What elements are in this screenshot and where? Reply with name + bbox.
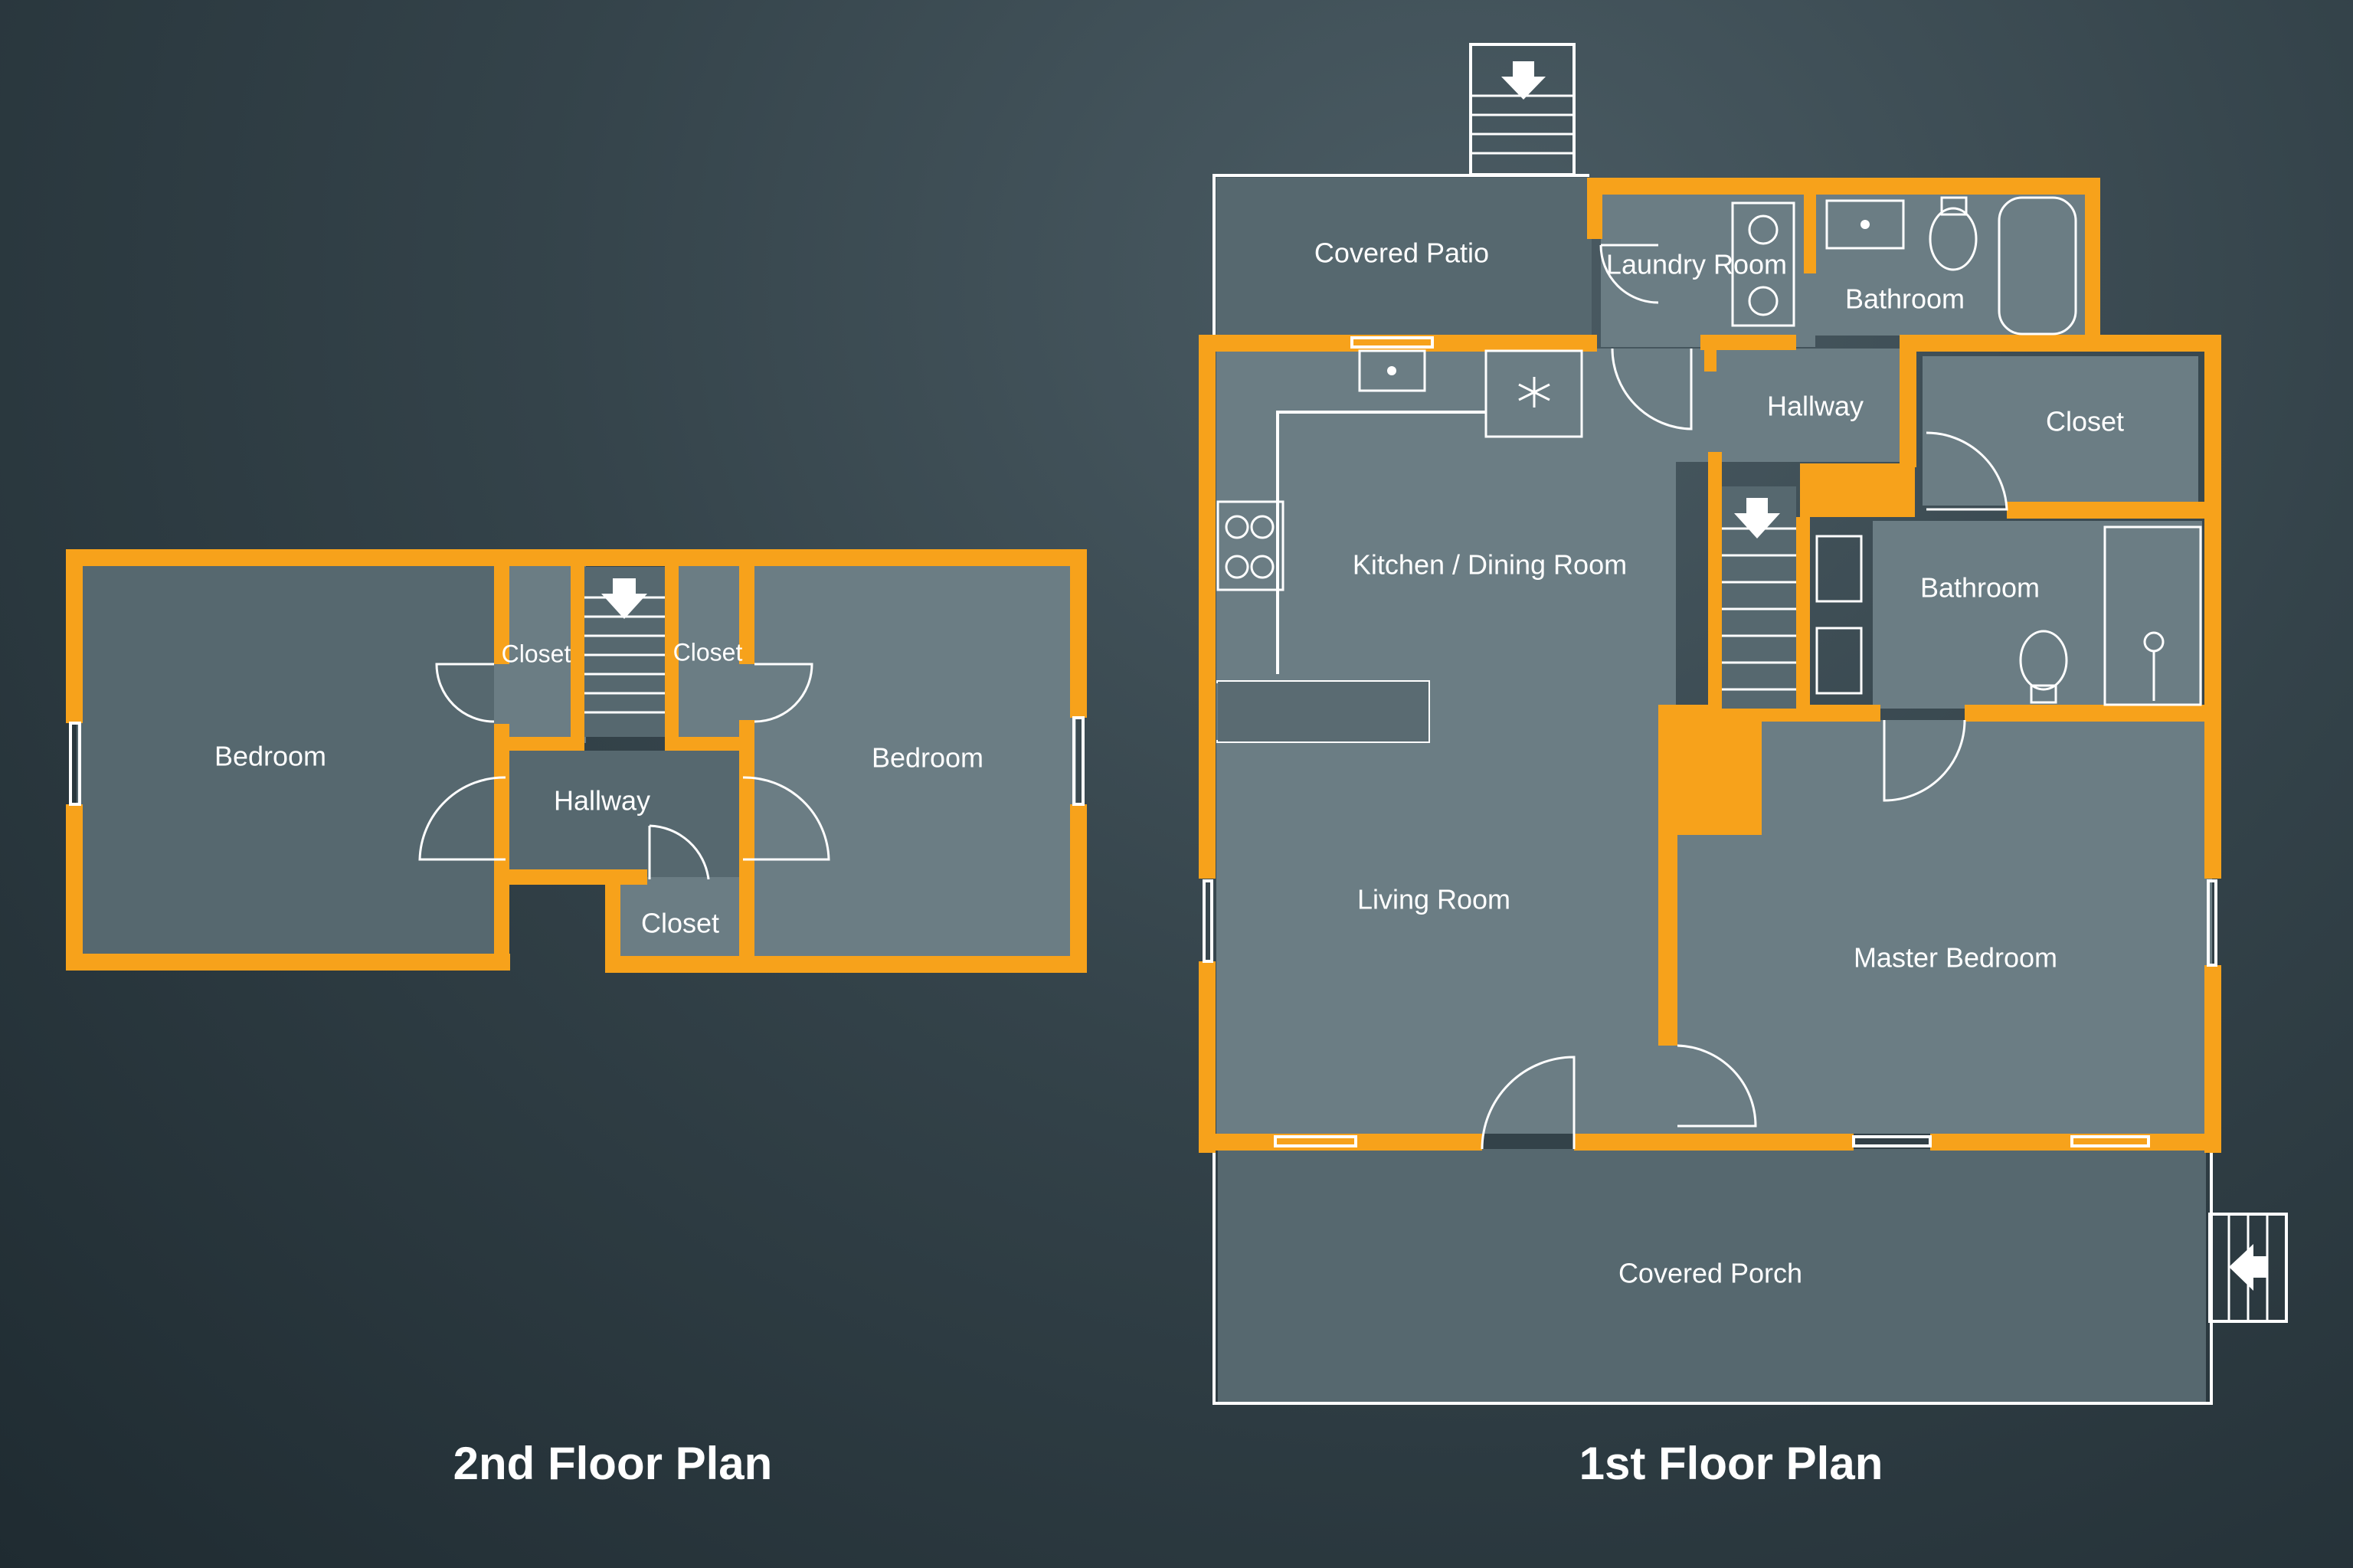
arrow-left-icon bbox=[2229, 1244, 2267, 1291]
toilet-icon bbox=[1929, 207, 1978, 271]
arrow-down-icon bbox=[1734, 498, 1780, 538]
dryer-icon bbox=[1748, 286, 1779, 316]
room-label-closet-left: Closet bbox=[502, 640, 571, 667]
room-label-bedroom-right: Bedroom bbox=[872, 742, 983, 774]
arrow-down-icon bbox=[1501, 61, 1546, 100]
first-floor-walls bbox=[1199, 178, 2221, 1153]
first-floor-floor bbox=[1216, 178, 2212, 1402]
shower-icon bbox=[2103, 525, 2202, 706]
snowflake-icon bbox=[1518, 377, 1550, 408]
first-floor-doors bbox=[1481, 244, 2008, 1150]
room-label-laundry-room: Laundry Room bbox=[1606, 249, 1787, 280]
room-label-covered-patio: Covered Patio bbox=[1314, 237, 1489, 269]
second-floor-walls bbox=[66, 549, 1087, 973]
room-label-living-room: Living Room bbox=[1357, 884, 1510, 915]
room-label-hallway: Hallway bbox=[1767, 391, 1864, 422]
first-floor-title: 1st Floor Plan bbox=[1579, 1438, 1883, 1489]
back-steps bbox=[1469, 43, 1576, 176]
first-floor-plan: Covered Patio Laundry Room Bathroom Hall… bbox=[1199, 43, 2288, 1489]
second-floor-windows bbox=[69, 716, 1085, 806]
bath-fixtures bbox=[1731, 196, 2202, 706]
sink-drain-icon bbox=[1387, 366, 1396, 375]
second-floor-doors bbox=[418, 663, 830, 880]
room-label-covered-porch: Covered Porch bbox=[1618, 1258, 1802, 1289]
arrow-down-icon bbox=[601, 578, 647, 619]
washer-icon bbox=[1748, 214, 1779, 245]
room-label-closet-bottom: Closet bbox=[641, 908, 719, 939]
room-label-closet-right: Closet bbox=[673, 638, 743, 666]
first-floor-windows bbox=[1203, 336, 2217, 1147]
room-label-bathroom-top: Bathroom bbox=[1845, 283, 1965, 315]
front-steps bbox=[2208, 1213, 2288, 1323]
toilet-icon bbox=[2019, 630, 2068, 691]
room-label-closet: Closet bbox=[2046, 406, 2124, 437]
first-floor-stairs bbox=[1722, 486, 1796, 709]
room-label-hallway-upstairs: Hallway bbox=[554, 785, 650, 817]
second-floor-plan: Bedroom Closet Closet Bedroom Hallway Cl… bbox=[66, 549, 1087, 1489]
bathtub-icon bbox=[1998, 196, 2077, 336]
room-label-bathroom-middle: Bathroom bbox=[1920, 572, 2040, 604]
second-floor-title: 2nd Floor Plan bbox=[453, 1438, 773, 1489]
second-floor-stairs bbox=[584, 567, 665, 737]
room-label-bedroom-left: Bedroom bbox=[214, 741, 326, 772]
room-label-kitchen-dining: Kitchen / Dining Room bbox=[1353, 549, 1627, 581]
kitchen-fixtures bbox=[1216, 349, 1583, 743]
room-label-master-bedroom: Master Bedroom bbox=[1854, 942, 2057, 974]
stove-burners-icon bbox=[1225, 515, 1275, 579]
sink-drain-icon bbox=[1860, 220, 1870, 229]
